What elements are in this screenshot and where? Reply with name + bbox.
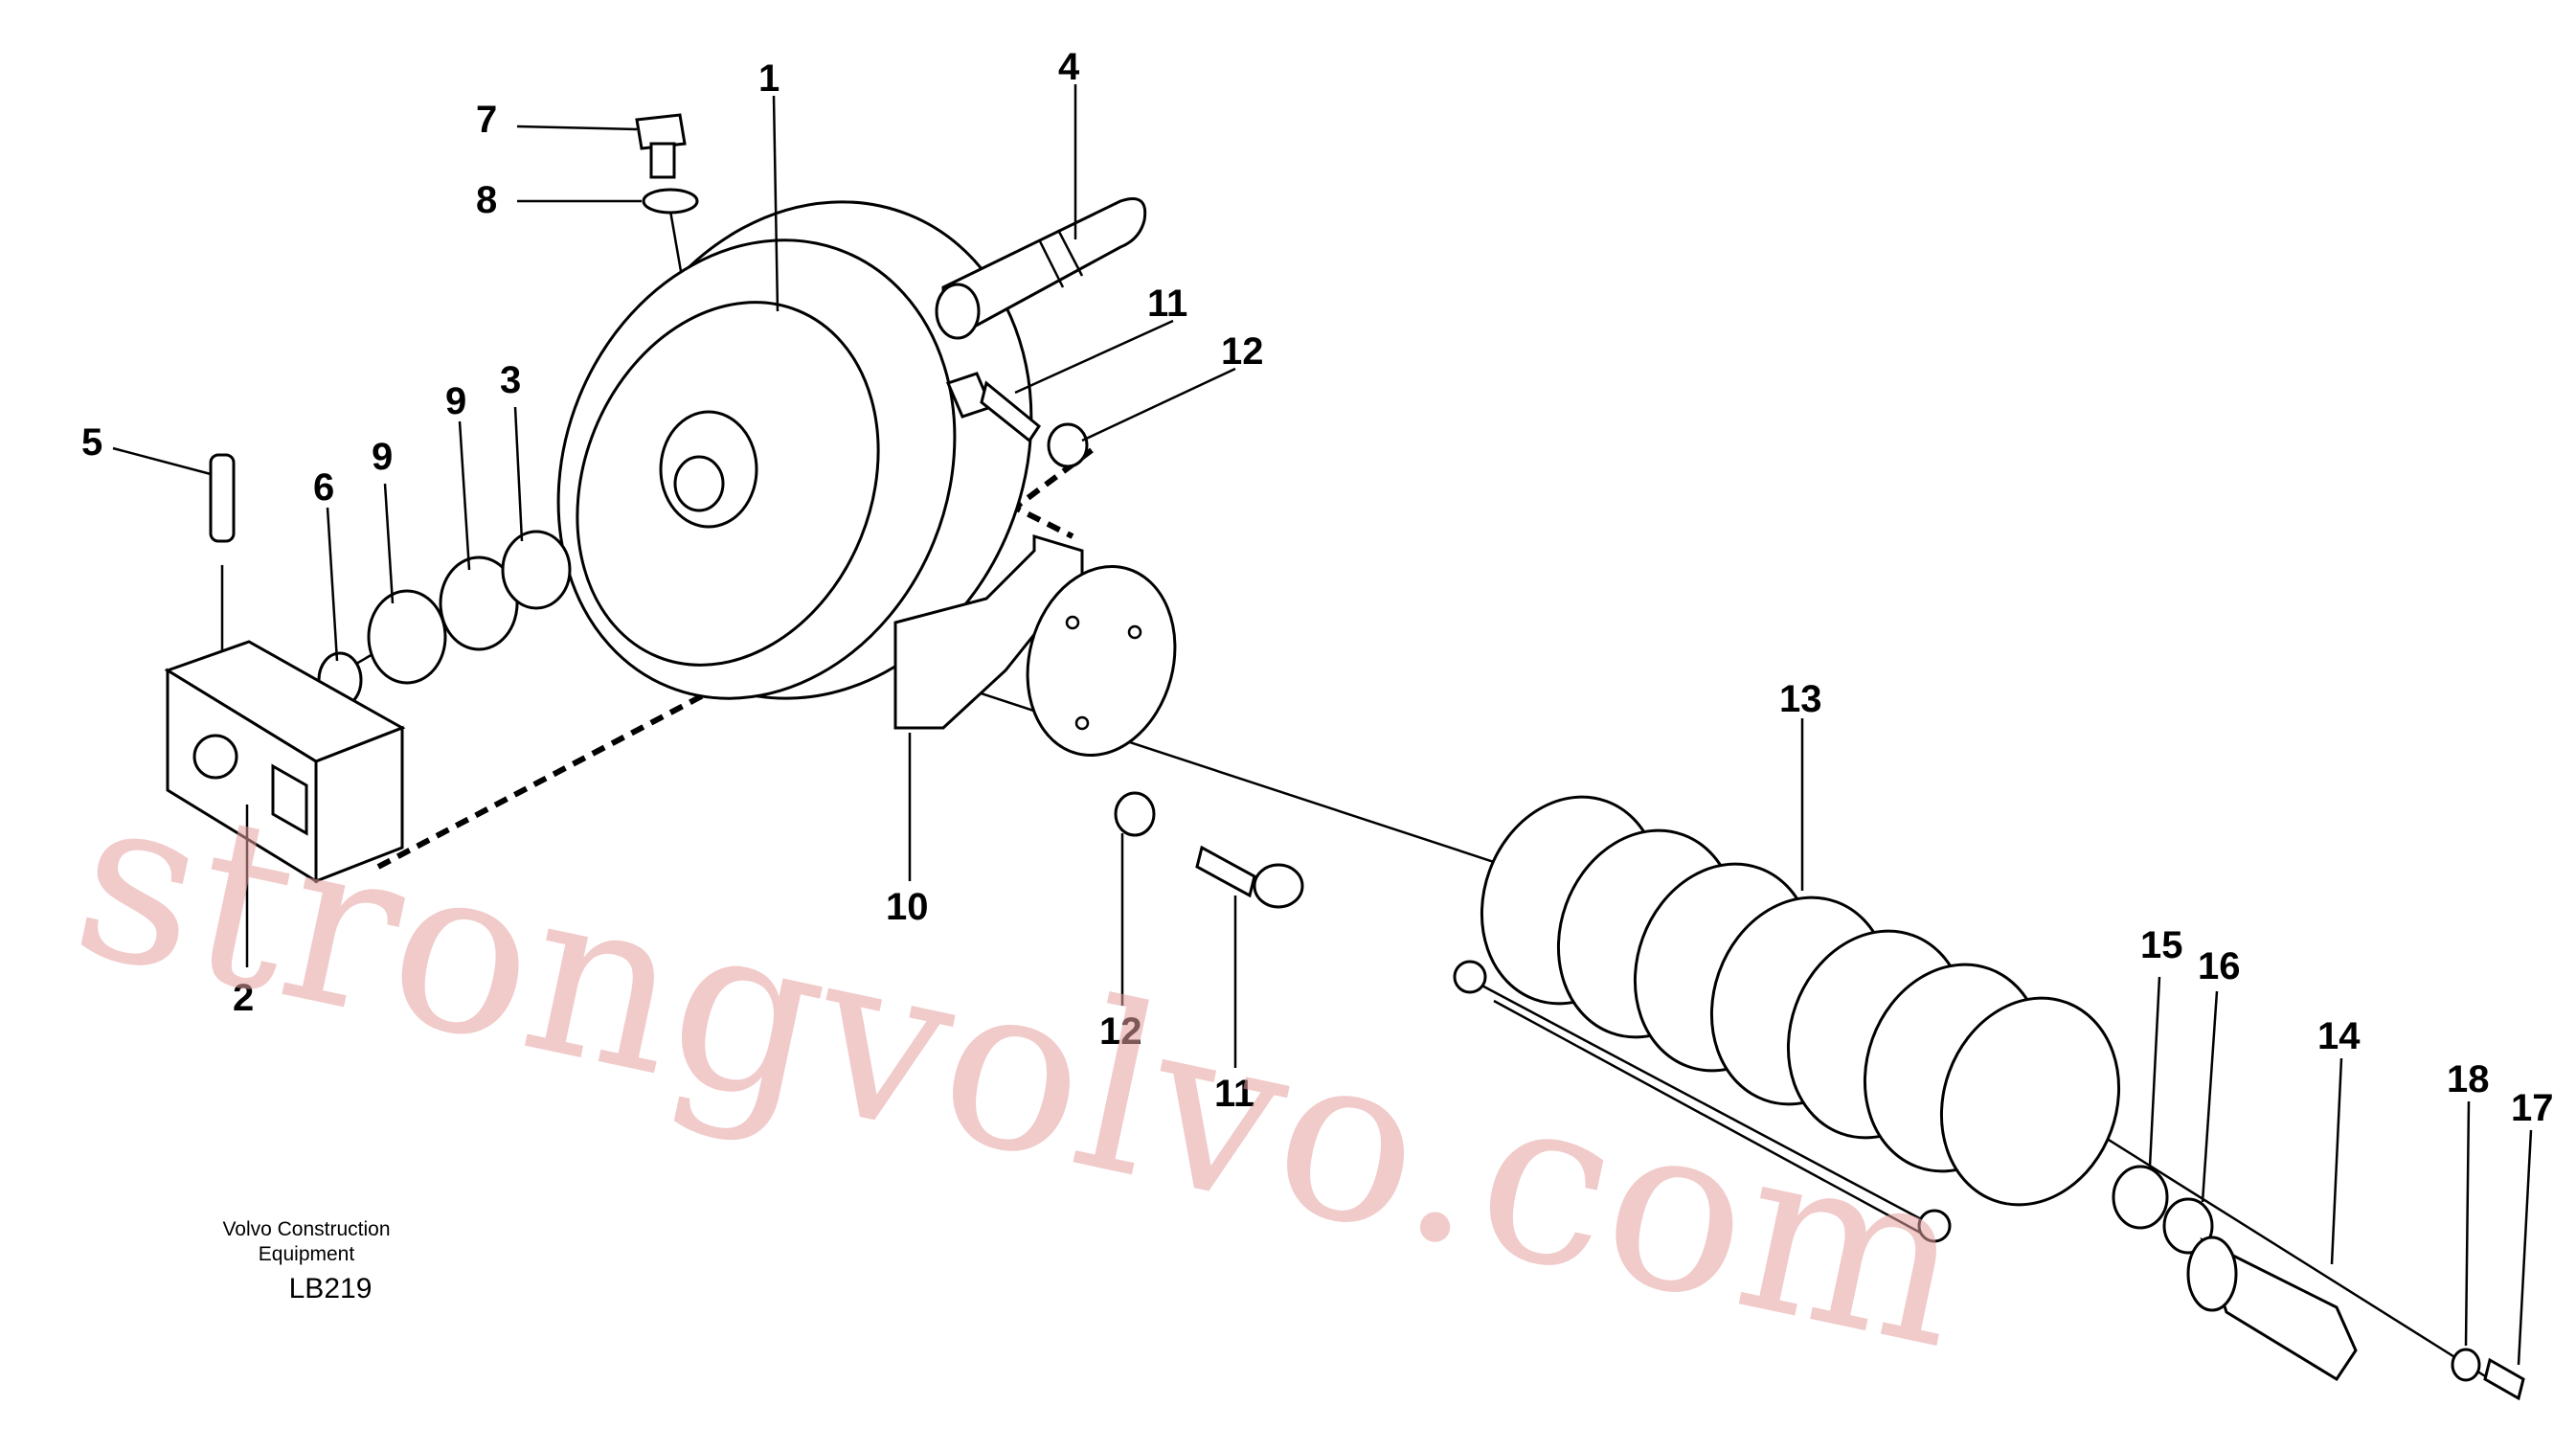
callout-7: 7 (476, 99, 497, 141)
pin-5 (209, 453, 236, 543)
callout-16: 16 (2198, 945, 2241, 987)
callout-2: 2 (233, 977, 254, 1019)
ring-9a (367, 589, 447, 685)
callout-6: 6 (313, 466, 334, 509)
callout-13: 13 (1779, 678, 1822, 720)
bolt-17 (2483, 1357, 2525, 1401)
leader-6 (326, 507, 339, 662)
dashed-assembly-line (376, 634, 816, 870)
callout-4: 4 (1058, 46, 1080, 88)
bracket-10 (893, 533, 1177, 758)
callout-11-lower: 11 (1214, 1073, 1254, 1115)
bolt-7 (635, 113, 687, 179)
ring-9b (439, 555, 519, 651)
leader-14 (2330, 1057, 2343, 1265)
callout-14: 14 (2317, 1015, 2361, 1057)
leader-9b (458, 420, 471, 571)
callout-17: 17 (2511, 1087, 2554, 1129)
washer-12-lower (1114, 791, 1156, 837)
leader-18 (2464, 1100, 2471, 1347)
tension-axis-line (2077, 1119, 2491, 1381)
recoil-spring-13 (1453, 795, 2121, 1243)
callout-3: 3 (500, 359, 521, 401)
washer-12-upper (1047, 422, 1089, 468)
bolt-11-lower (1195, 845, 1304, 909)
leader-1 (772, 95, 780, 312)
bushing-3 (501, 530, 572, 610)
callout-1: 1 (758, 57, 780, 100)
ring-15 (2112, 1165, 2169, 1230)
leader-11-upper (1014, 319, 1174, 395)
callout-12-lower: 12 (1099, 1010, 1142, 1053)
callout-10: 10 (886, 886, 929, 928)
leader-3 (513, 406, 524, 542)
block-2 (164, 640, 406, 884)
leader-15 (2148, 976, 2161, 1168)
callout-11-upper: 11 (1147, 283, 1187, 325)
callout-15: 15 (2140, 924, 2183, 966)
callout-5: 5 (81, 421, 102, 464)
caption-code: LB219 (289, 1273, 373, 1304)
bolt-11-upper (945, 372, 1042, 443)
callout-12-upper: 12 (1221, 330, 1264, 373)
ring-16 (2162, 1197, 2214, 1255)
callout-9a: 9 (372, 436, 393, 478)
callout-18: 18 (2447, 1058, 2490, 1100)
callout-8: 8 (476, 179, 497, 221)
washer-8 (642, 188, 699, 215)
caption-line-2: Equipment (259, 1243, 355, 1265)
leader-16 (2201, 990, 2219, 1203)
leader-17 (2517, 1129, 2533, 1366)
leader-5 (112, 446, 212, 476)
leader-7 (516, 125, 638, 131)
leader-9a (383, 483, 395, 604)
callout-9b: 9 (445, 380, 466, 422)
washer-18 (2451, 1348, 2481, 1382)
idler-wheel (556, 200, 1033, 700)
leader-12-upper (1081, 367, 1236, 442)
cylinder-14 (2186, 1236, 2358, 1382)
caption-line-1: Volvo Construction (222, 1218, 390, 1240)
shaft-pin (935, 197, 1147, 340)
